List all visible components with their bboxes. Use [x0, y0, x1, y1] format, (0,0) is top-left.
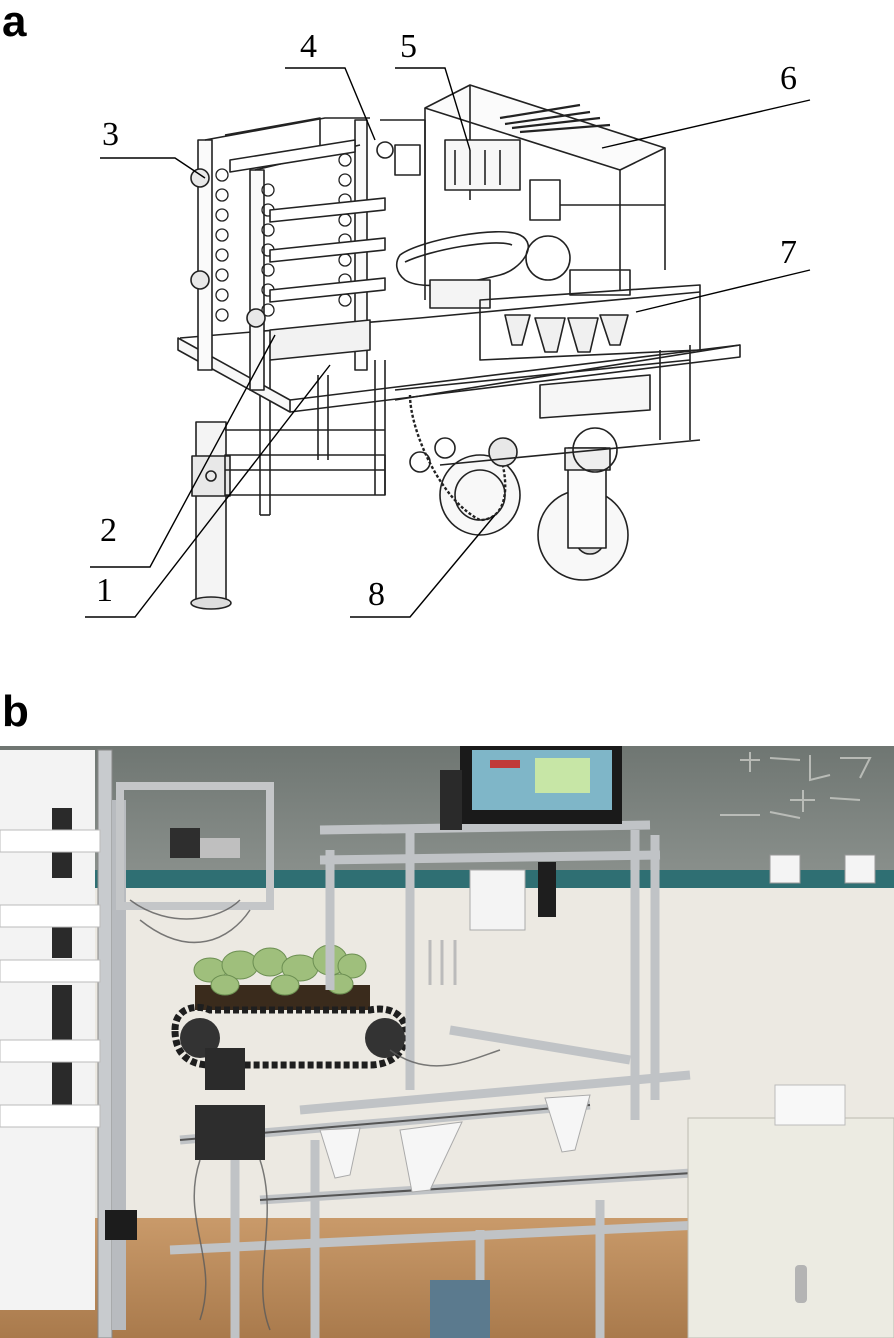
camera-gantry [116, 782, 274, 910]
callout-1: 1 [96, 572, 113, 609]
conveyor [376, 119, 529, 309]
gripper [428, 862, 556, 985]
control-cabinet [687, 1084, 894, 1338]
top-box [424, 84, 666, 290]
chalkboard [0, 746, 894, 876]
drive-motor [430, 1280, 490, 1338]
callout-4: 4 [300, 28, 317, 65]
support-leg [190, 421, 232, 610]
wheels [408, 394, 701, 581]
main-frame [169, 820, 741, 1338]
seedling-tray [171, 944, 410, 1069]
stepper-motor [205, 1048, 245, 1090]
callout-2: 2 [100, 512, 117, 549]
wall-stripe [0, 870, 894, 888]
floor [0, 1218, 894, 1338]
leader-lines [85, 67, 811, 618]
wires [129, 899, 501, 1331]
panel-b-letter: b [2, 687, 29, 736]
panel-a-letter: a [2, 0, 27, 46]
left-tower [190, 117, 386, 391]
panel-a-drawing [85, 67, 811, 618]
callout-8: 8 [368, 576, 385, 613]
callout-6: 6 [780, 60, 797, 97]
funnels [319, 1094, 591, 1193]
callout-3: 3 [102, 116, 119, 153]
wall [0, 888, 894, 1218]
funnel-section [479, 235, 701, 440]
photo-background [0, 746, 894, 1338]
callout-7: 7 [780, 234, 797, 271]
left-shelves [0, 749, 126, 1338]
motor-driver [195, 1105, 265, 1160]
callout-5: 5 [400, 28, 417, 65]
monitor [460, 746, 622, 824]
base-frame [224, 360, 386, 516]
